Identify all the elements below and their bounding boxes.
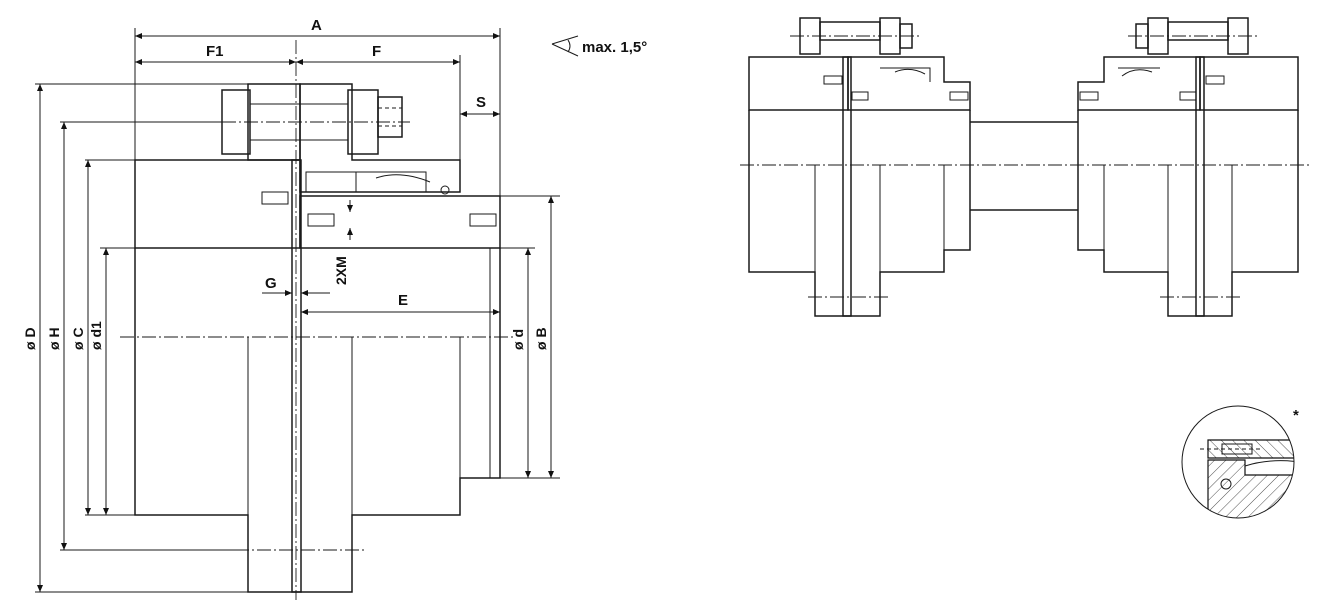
dim-h-label: ø H <box>46 327 62 350</box>
dim-g-label: G <box>265 275 277 292</box>
dim-a-label: A <box>311 17 322 34</box>
dim-d1-label: ø d1 <box>88 321 104 350</box>
dim-c-label: ø C <box>70 327 86 350</box>
dim-d-bore-label: ø d <box>510 329 526 350</box>
detail-asterisk: * <box>1293 407 1299 424</box>
dim-s-label: S <box>476 94 486 111</box>
dim-2xm-label: 2XM <box>333 256 349 285</box>
dim-f1-label: F1 <box>206 43 224 60</box>
detail-circle-view <box>1181 405 1295 519</box>
main-section-view <box>35 28 579 600</box>
dim-e-label: E <box>398 292 408 309</box>
angle-label: max. 1,5° <box>582 39 647 56</box>
dim-f-label: F <box>372 43 381 60</box>
dim-b-label: ø B <box>533 327 549 350</box>
dim-d-outer-label: ø D <box>22 327 38 350</box>
spacer-assembly-view <box>740 17 1310 317</box>
right-sleeve-section <box>299 83 461 193</box>
